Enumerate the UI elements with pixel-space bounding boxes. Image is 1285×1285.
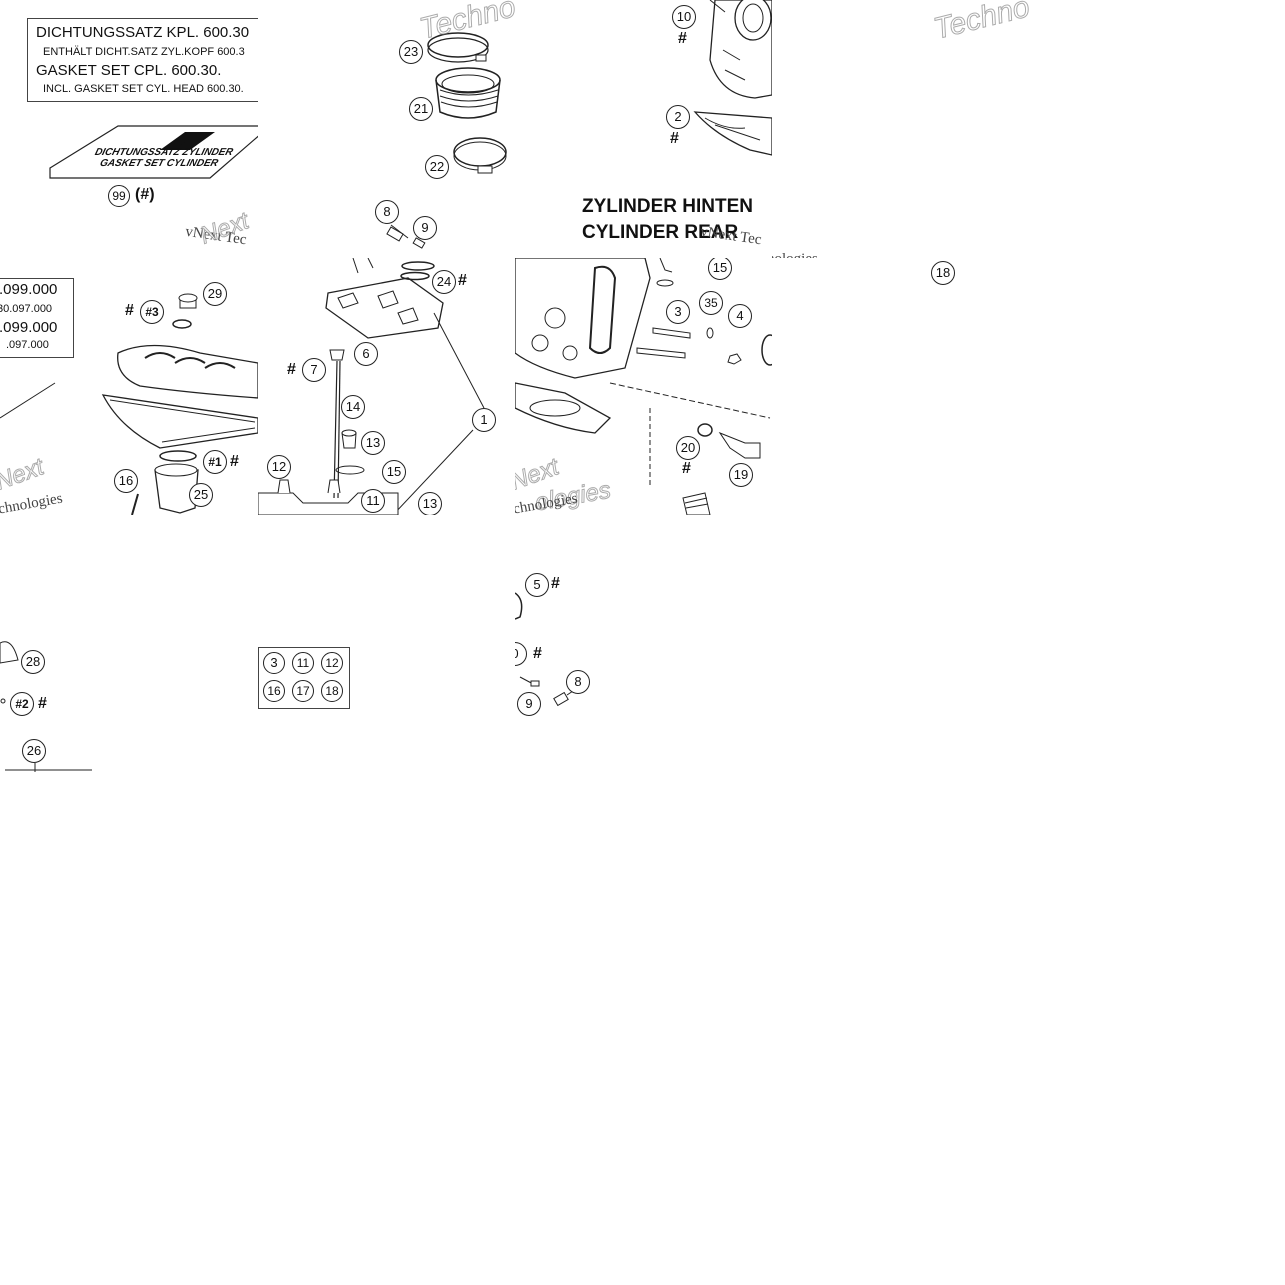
tile-intake-clamps: 23 21 22 8 9 Technologies Next bbox=[258, 0, 515, 258]
callout-h2: #2 bbox=[10, 692, 34, 716]
callout-15: 15 bbox=[382, 460, 406, 484]
gasket-set-label-box: DICHTUNGSSATZ KPL. 600.30 ENTHÄLT DICHT.… bbox=[27, 18, 258, 102]
tile-valve-train: 24 # 6 # 7 14 1 13 15 12 11 13 #1 #2 #3 bbox=[258, 258, 515, 515]
callout-35: 35 bbox=[699, 291, 723, 315]
partial-line-4: .097.000 bbox=[6, 339, 49, 351]
tile-sensor-bottom: 5 # 0 # 8 9 bbox=[515, 515, 772, 772]
callout-9: 9 bbox=[413, 216, 437, 240]
callout-4: 4 bbox=[728, 304, 752, 328]
valve-cover-illustration bbox=[0, 293, 258, 515]
callout-13: 13 bbox=[361, 431, 385, 455]
hash-h3: # bbox=[125, 302, 134, 319]
callout-29: 29 bbox=[203, 282, 227, 306]
hash-h2: # bbox=[38, 695, 47, 712]
clamp-illustration bbox=[386, 32, 507, 249]
callout-9b: 9 bbox=[517, 692, 541, 716]
cylinder-body-illustration bbox=[515, 258, 772, 515]
callout-25: 25 bbox=[189, 483, 213, 507]
callout-20: 20 bbox=[676, 436, 700, 460]
callout-1: 1 bbox=[472, 408, 496, 432]
callout-19: 19 bbox=[729, 463, 753, 487]
callout-12: 12 bbox=[267, 455, 291, 479]
gasket-line-2: ENTHÄLT DICHT.SATZ ZYL.KOPF 600.3 bbox=[43, 46, 245, 58]
callout-2: 2 bbox=[666, 105, 690, 129]
callout-99: 99 bbox=[108, 185, 130, 207]
hash-20: # bbox=[682, 460, 691, 477]
tile-cylinder-rear-top: 10 # 2 # ZYLINDER HINTEN CYLINDER REAR v… bbox=[515, 0, 772, 258]
callout-6: 6 bbox=[354, 342, 378, 366]
kit-bottom-12: 12 bbox=[321, 652, 343, 674]
hash-7: # bbox=[287, 361, 296, 378]
kit-bottom-17: 17 bbox=[292, 680, 314, 702]
callout-16: 16 bbox=[114, 469, 138, 493]
hash-10: # bbox=[678, 30, 687, 47]
callout-15b: 15 bbox=[708, 258, 732, 280]
callout-24: 24 bbox=[432, 270, 456, 294]
callout-99-suffix: (#) bbox=[135, 186, 155, 203]
callout-8: 8 bbox=[375, 200, 399, 224]
kit-box-bottom: 3 11 12 16 17 18 bbox=[258, 647, 350, 709]
hash-5: # bbox=[551, 575, 560, 592]
callout-26: 26 bbox=[22, 739, 46, 763]
callout-8b: 8 bbox=[566, 670, 590, 694]
callout-18: 18 bbox=[931, 261, 955, 285]
tile-kit-box-bottom: 3 11 12 16 17 18 bbox=[258, 515, 515, 772]
callout-3: 3 bbox=[666, 300, 690, 324]
callout-22: 22 bbox=[425, 155, 449, 179]
callout-21: 21 bbox=[409, 97, 433, 121]
callout-14: 14 bbox=[341, 395, 365, 419]
gasket-package-title-2: GASKET SET CYLINDER bbox=[98, 158, 220, 169]
callout-7: 7 bbox=[302, 358, 326, 382]
partial-line-3: .099.000 bbox=[0, 319, 58, 336]
tile-cylinder-body: 15 3 35 4 20 # 19 Next ologies chnologie… bbox=[515, 258, 772, 515]
tile-gasket-set: DICHTUNGSSATZ KPL. 600.30 ENTHÄLT DICHT.… bbox=[0, 0, 258, 258]
gasket-line-3: GASKET SET CPL. 600.30. bbox=[36, 62, 222, 79]
tile-valve-cover: .099.000 30.097.000 .099.000 .097.000 29… bbox=[0, 258, 258, 515]
partial-line-1: .099.000 bbox=[0, 281, 58, 298]
hash-h1: # bbox=[230, 453, 239, 470]
callout-13b: 13 bbox=[418, 492, 442, 515]
gasket-line-4: INCL. GASKET SET CYL. HEAD 600.30. bbox=[43, 83, 244, 95]
gasket-package-title-1: DICHTUNGSSATZ ZYLINDER bbox=[93, 147, 235, 158]
heading-zylinder-hinten: ZYLINDER HINTEN bbox=[582, 196, 753, 217]
hash-24: # bbox=[458, 272, 467, 289]
sensor-bottom-illustration bbox=[515, 592, 574, 707]
watermark-technologies-b: Technologies bbox=[930, 0, 1030, 46]
partial-part-number-box: .099.000 30.097.000 .099.000 .097.000 bbox=[0, 278, 74, 358]
cylinder-top-illustration bbox=[693, 0, 772, 156]
callout-5: 5 bbox=[525, 573, 549, 597]
hash-2: # bbox=[670, 130, 679, 147]
callout-h3: #3 bbox=[140, 300, 164, 324]
gasket-line-1: DICHTUNGSSATZ KPL. 600.30 bbox=[36, 24, 250, 41]
tile-part-18: 18 bbox=[772, 258, 1030, 515]
cover-bottom-illustration bbox=[0, 641, 92, 772]
hash-10b: # bbox=[533, 645, 542, 662]
kit-bottom-11: 11 bbox=[292, 652, 314, 674]
gasket-package-illustration bbox=[49, 125, 258, 179]
kit-bottom-16: 16 bbox=[263, 680, 285, 702]
callout-11: 11 bbox=[361, 489, 385, 513]
callout-10: 10 bbox=[672, 5, 696, 29]
tile-watermark-right: Technologies nologies bbox=[772, 0, 1030, 258]
kit-bottom-3: 3 bbox=[263, 652, 285, 674]
callout-h1: #1 bbox=[203, 450, 227, 474]
heading-cylinder-rear: CYLINDER REAR bbox=[582, 222, 739, 243]
kit-bottom-18: 18 bbox=[321, 680, 343, 702]
callout-23: 23 bbox=[399, 40, 423, 64]
tile-cover-bottom: 28 #2 # 26 bbox=[0, 515, 258, 772]
callout-28: 28 bbox=[21, 650, 45, 674]
watermark-nologies: nologies bbox=[772, 251, 818, 258]
partial-line-2: 30.097.000 bbox=[0, 303, 53, 315]
